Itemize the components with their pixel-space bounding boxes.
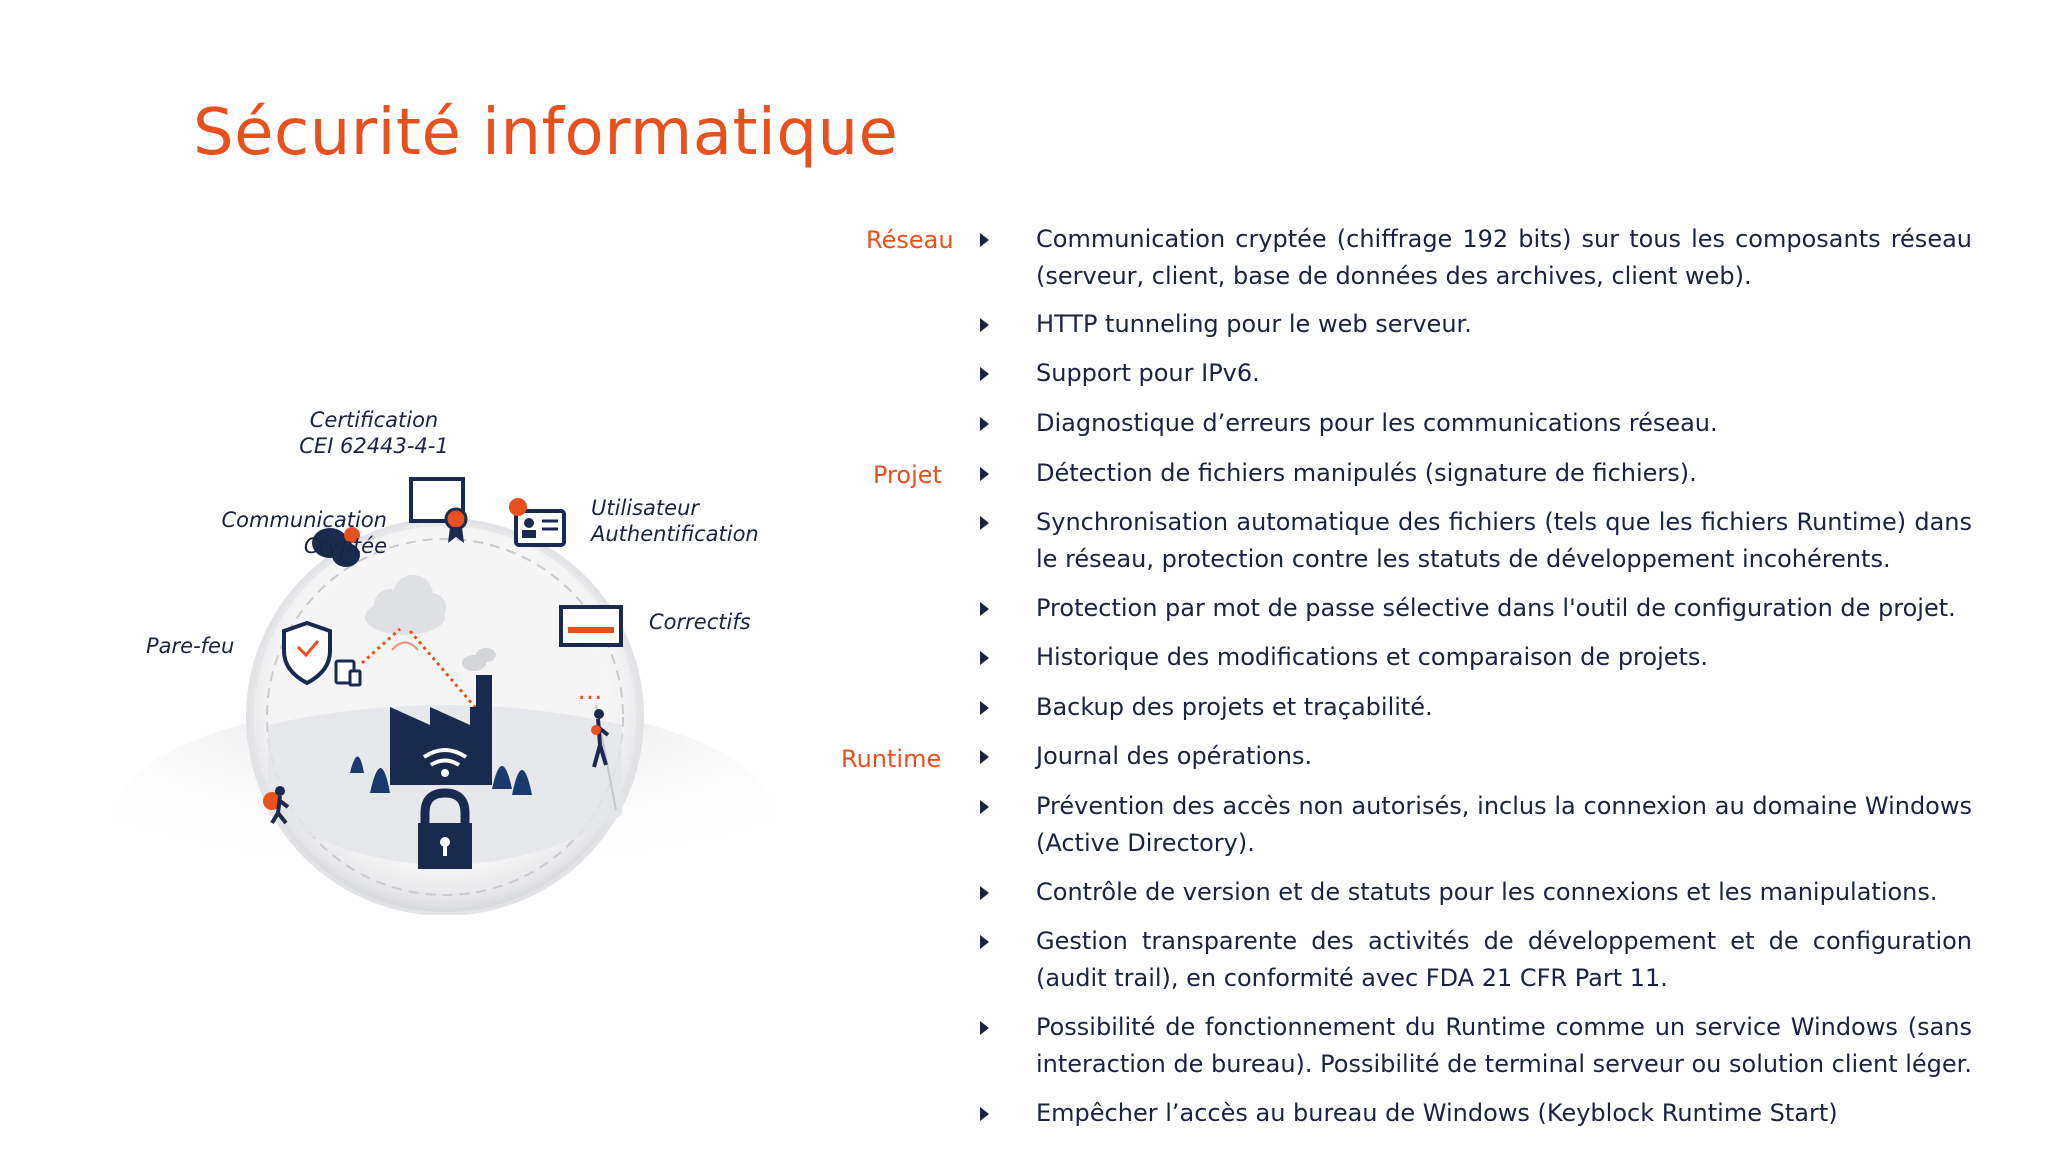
- firewall-shield-icon: [282, 620, 332, 686]
- utilisateur-label-line1: Utilisateur: [591, 496, 700, 520]
- chat-bubbles-icon: [312, 527, 360, 567]
- security-diagram-graphic: ...: [115, 477, 775, 915]
- bullet-item: Support pour IPv6.: [1036, 359, 1260, 387]
- bullet-item: Journal des opérations.: [1036, 742, 1313, 770]
- bullet-arrow-icon: [980, 750, 989, 764]
- bullet-arrow-icon: [980, 1107, 989, 1121]
- bullet-arrow-icon: [980, 516, 989, 530]
- bullet-item: HTTP tunneling pour le web serveur.: [1036, 310, 1472, 338]
- bullet-arrow-icon: [980, 318, 989, 332]
- bullet-arrow-icon: [980, 800, 989, 814]
- correctifs-label: Correctifs: [649, 610, 751, 634]
- bullet-arrow-icon: [980, 1021, 989, 1035]
- bullet-arrow-icon: [980, 701, 989, 715]
- bullet-item: Contrôle de version et de statuts pour l…: [1036, 878, 1938, 906]
- bullet-arrow-icon: [980, 233, 989, 247]
- category-projet: Projet: [873, 461, 942, 489]
- bullet-item: Synchronisation automatique des fichiers…: [1036, 508, 1972, 573]
- cloud-icon: [365, 575, 446, 635]
- utilisateur-label-line2: Authentification: [591, 522, 759, 546]
- bullet-item: Détection de fichiers manipulés (signatu…: [1036, 459, 1697, 487]
- bullet-arrow-icon: [980, 602, 989, 616]
- bullet-arrow-icon: [980, 417, 989, 431]
- certification-label-line2: CEI 62443-4-1: [299, 434, 449, 458]
- bullet-arrow-icon: [980, 651, 989, 665]
- mobile-device-icon: [334, 659, 362, 687]
- bullet-item: Communication cryptée (chiffrage 192 bit…: [1036, 225, 1972, 290]
- communication-label-line1: Communication: [221, 508, 387, 532]
- trees-icon: [350, 756, 532, 795]
- parefeu-label: Pare-feu: [146, 634, 235, 658]
- communication-label-line2: Cryptée: [303, 534, 387, 558]
- bullet-arrow-icon: [980, 935, 989, 949]
- category-runtime: Runtime: [841, 745, 942, 773]
- bullet-item: Protection par mot de passe sélective da…: [1036, 594, 1956, 622]
- svg-text:...: ...: [578, 676, 603, 706]
- category-reseau: Réseau: [866, 226, 954, 254]
- factory-icon: [390, 648, 496, 785]
- patch-window-icon: ...: [559, 605, 623, 706]
- bullet-arrow-icon: [980, 886, 989, 900]
- bullet-item: Gestion transparente des activités de dé…: [1036, 927, 1972, 992]
- bullet-item: Possibilité de fonctionnement du Runtime…: [1036, 1013, 1972, 1078]
- bullet-item: Diagnostique d’erreurs pour les communic…: [1036, 409, 1718, 437]
- bullet-item: Empêcher l’accès au bureau de Windows (K…: [1036, 1099, 1838, 1127]
- bullet-arrow-icon: [980, 367, 989, 381]
- user-id-card-icon: [509, 498, 566, 547]
- slide-title: Sécurité informatique: [193, 96, 899, 170]
- dashed-orbit: [266, 538, 624, 896]
- padlock-icon: [418, 788, 472, 869]
- bullet-arrow-icon: [980, 467, 989, 481]
- thief-figure-icon: [263, 786, 290, 825]
- certification-label-line1: Certification: [309, 408, 439, 432]
- climber-figure-icon: [591, 704, 617, 811]
- bullet-item: Prévention des accès non autorisés, incl…: [1036, 792, 1972, 857]
- bullet-item: Historique des modifications et comparai…: [1036, 643, 1709, 671]
- certificate-icon: [409, 477, 468, 543]
- bullet-item: Backup des projets et traçabilité.: [1036, 693, 1433, 721]
- security-illustration: ...: [100, 395, 800, 915]
